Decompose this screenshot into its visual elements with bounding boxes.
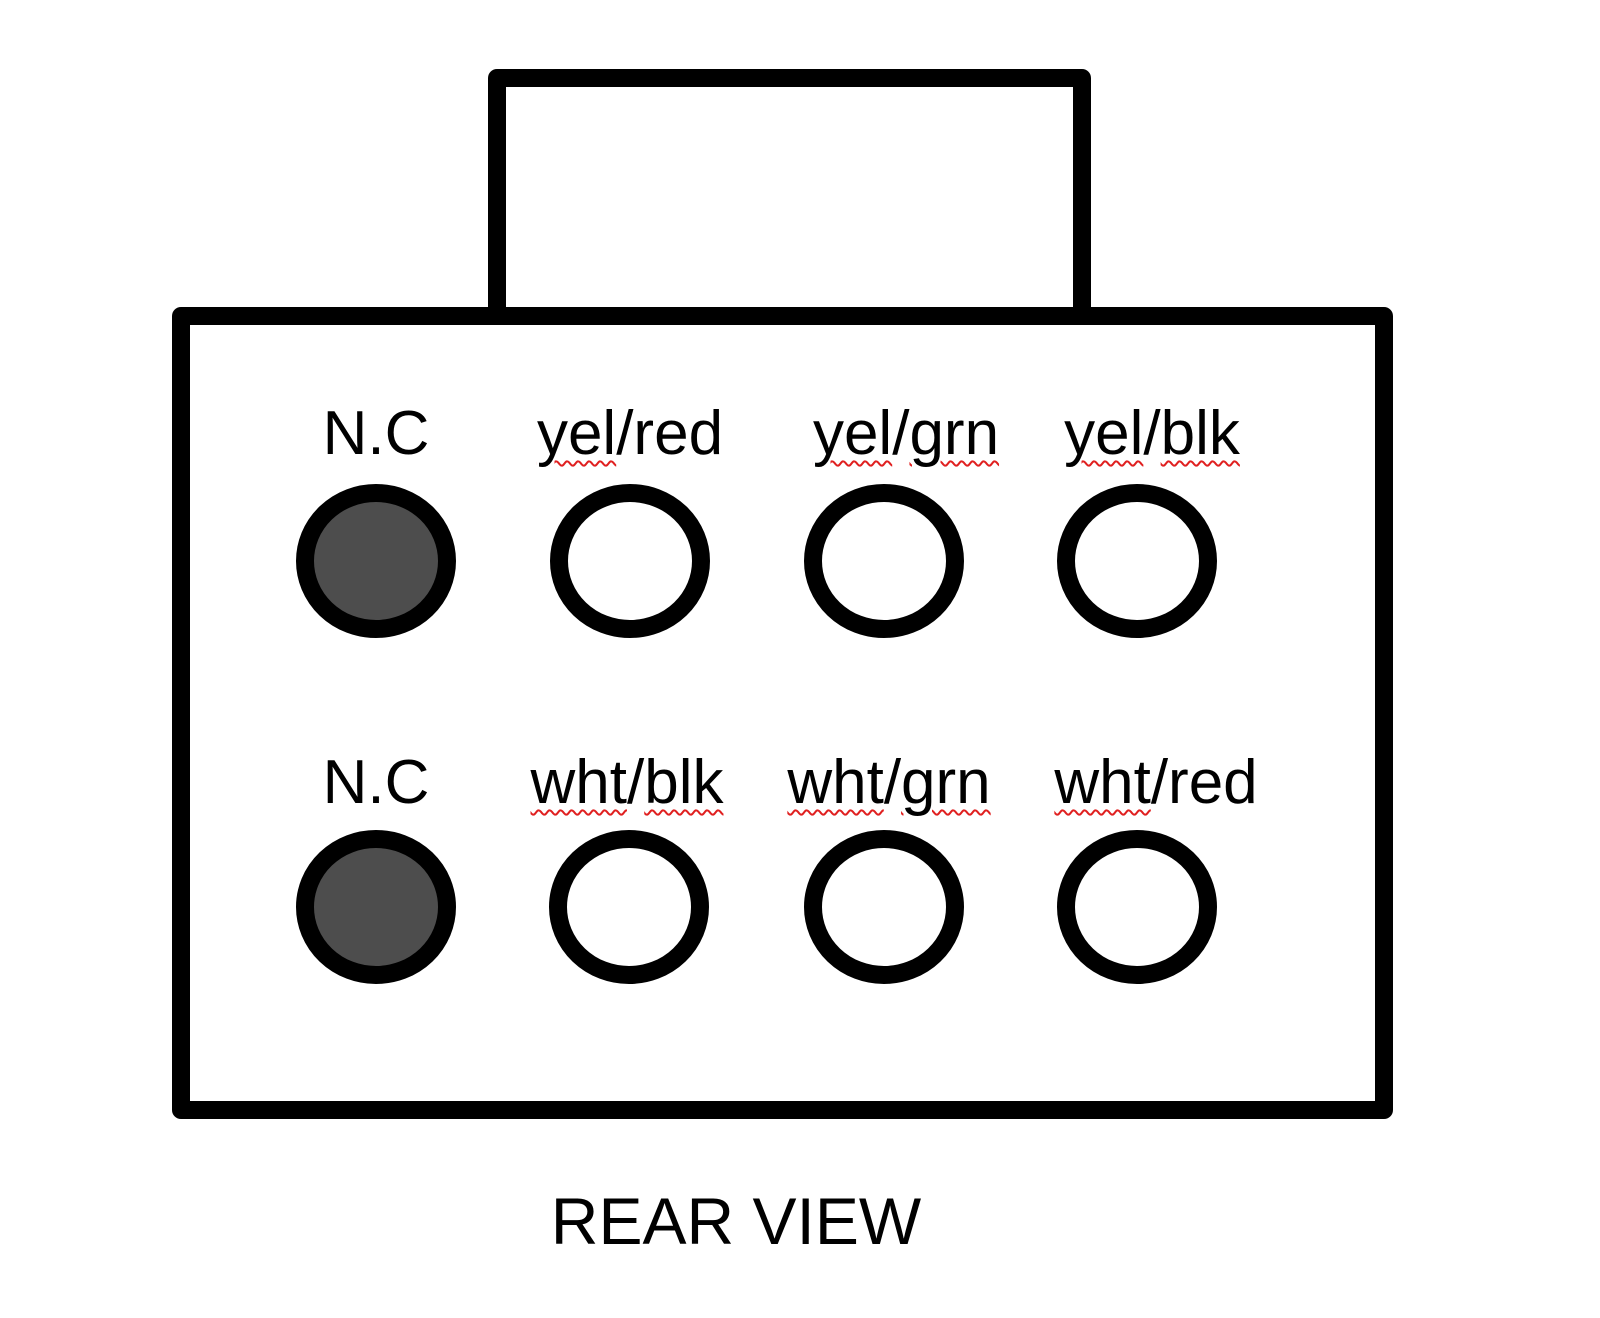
pin-label-part: yel — [1064, 399, 1144, 468]
pin-label-part: blk — [1160, 399, 1240, 468]
pin-label: yel/blk — [1064, 403, 1240, 465]
pin-label-part: / — [1143, 399, 1161, 468]
pin-hole — [1057, 484, 1217, 638]
pin-label: N.C — [323, 403, 430, 465]
pin-label: wht/blk — [531, 752, 724, 814]
pin-label: wht/red — [1054, 752, 1257, 814]
pin-label-part: yel — [812, 399, 893, 468]
pin-label-part: wht — [787, 748, 884, 817]
pin-hole — [1057, 830, 1217, 984]
pin-label: wht/grn — [787, 752, 990, 814]
pin-label: yel/grn — [813, 403, 999, 465]
pin-label: N.C — [323, 752, 430, 814]
pin-label-part: yel — [536, 399, 617, 468]
pin-label-part: / — [892, 399, 910, 468]
pin-label-part: wht — [530, 748, 627, 817]
pin-hole — [804, 830, 964, 984]
pin-label-part: blk — [644, 748, 724, 817]
pin-label-part: grn — [909, 399, 1000, 468]
pin-hole-not-connected — [296, 830, 456, 984]
pin-label-part: /red — [1150, 748, 1258, 817]
pin-hole — [804, 484, 964, 638]
pin-label-part: / — [883, 748, 902, 817]
pin-hole-not-connected — [296, 484, 456, 638]
pin-label-part: /red — [616, 399, 724, 468]
connector-latch-tab — [488, 69, 1091, 327]
pin-label-part: grn — [901, 748, 991, 817]
pin-label-part: N.C — [322, 748, 430, 817]
view-title: REAR VIEW — [550, 1184, 922, 1258]
pin-label: yel/red — [537, 403, 723, 465]
pin-label-part: / — [626, 748, 645, 817]
pin-hole — [550, 484, 710, 638]
pin-label-part: wht — [1054, 748, 1151, 817]
pin-hole — [549, 830, 709, 984]
pin-label-part: N.C — [322, 399, 430, 468]
